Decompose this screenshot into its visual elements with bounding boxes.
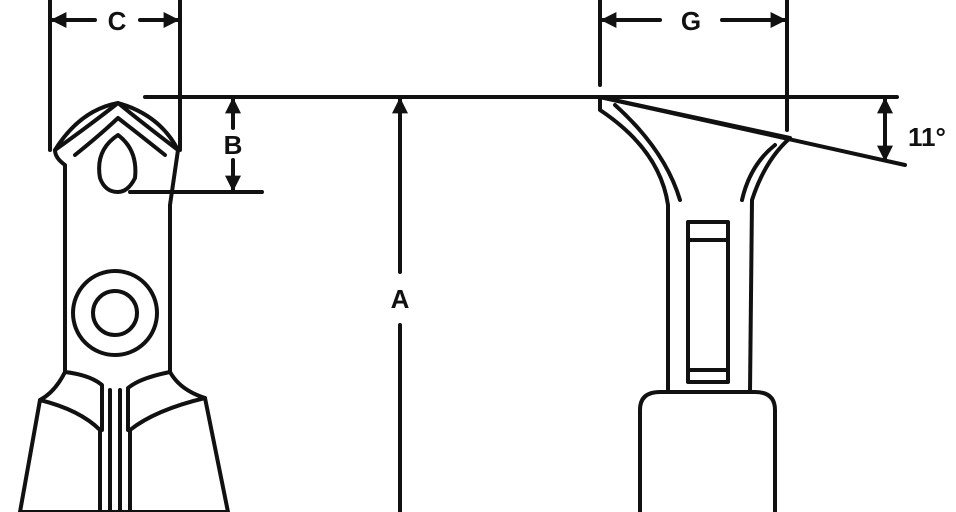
front-view-cutter	[18, 101, 230, 512]
side-view-cutter	[598, 95, 792, 512]
label-angle: 11°	[908, 122, 946, 152]
label-a: A	[391, 284, 410, 314]
label-c: C	[108, 6, 127, 36]
label-g: G	[681, 6, 701, 36]
pivot-inner	[91, 289, 139, 337]
dimension-lines	[48, 0, 907, 512]
label-b: B	[224, 130, 243, 160]
slot	[686, 220, 730, 384]
